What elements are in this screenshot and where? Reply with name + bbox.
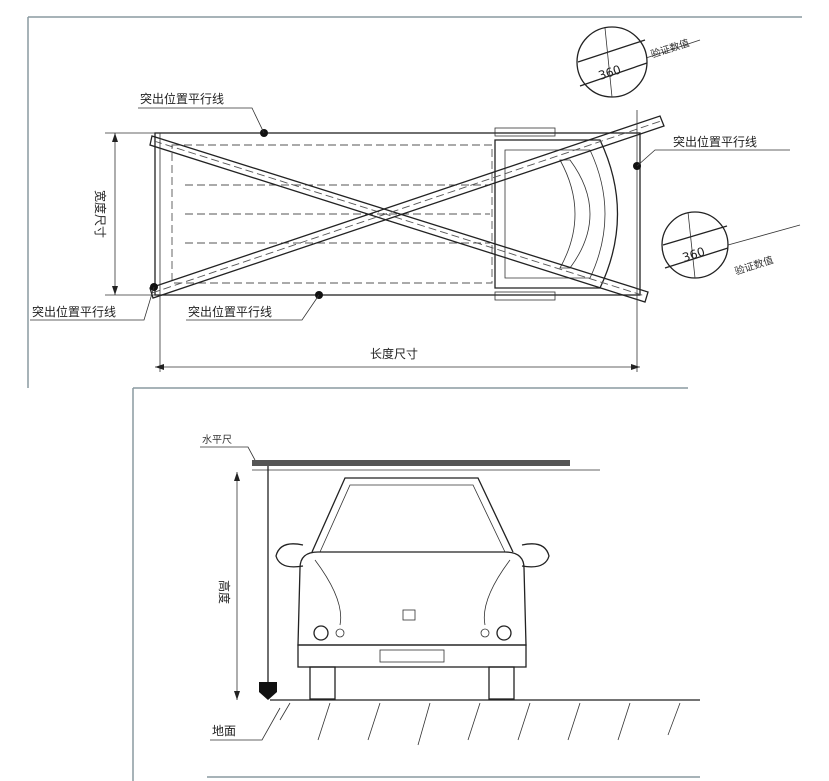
gauge-bottom-right: 360 验证数值	[661, 211, 801, 279]
width-label: 宽度尺寸	[93, 190, 108, 238]
parallel-line-label: 突出位置平行线	[188, 304, 272, 319]
gauge-label: 验证数值	[649, 36, 691, 61]
parallel-line-label: 突出位置平行线	[32, 304, 116, 319]
gauge-value: 360	[681, 244, 707, 264]
diagonal-rulers	[149, 110, 665, 372]
level-ruler: 水平尺	[200, 434, 600, 471]
width-dimension: 宽度尺寸	[93, 132, 155, 296]
ground-label: 地面	[212, 724, 236, 738]
vehicle-front-outline	[275, 477, 550, 700]
gauge-top-right: 360 验证数值	[576, 26, 701, 98]
height-label: 高度	[217, 580, 232, 604]
ground: 地面	[210, 699, 700, 746]
plumb-bob	[259, 682, 277, 700]
length-label: 长度尺寸	[370, 346, 418, 361]
height-dimension: 高度	[217, 466, 277, 700]
top-view: 突出位置平行线 突出位置平行线 突出位置平行线 突出位置平行线 宽度尺寸 长度尺…	[30, 26, 801, 372]
length-dimension: 长度尺寸	[155, 346, 640, 370]
parallel-line-label: 突出位置平行线	[673, 134, 757, 149]
vehicle-top-outline	[154, 127, 641, 301]
level-label: 水平尺	[202, 434, 232, 446]
gauge-value: 360	[597, 62, 623, 82]
gauge-label: 验证数值	[733, 253, 775, 278]
panel-frames	[27, 16, 802, 781]
front-view: 水平尺 高度	[200, 434, 700, 746]
parallel-line-label: 突出位置平行线	[140, 91, 224, 106]
